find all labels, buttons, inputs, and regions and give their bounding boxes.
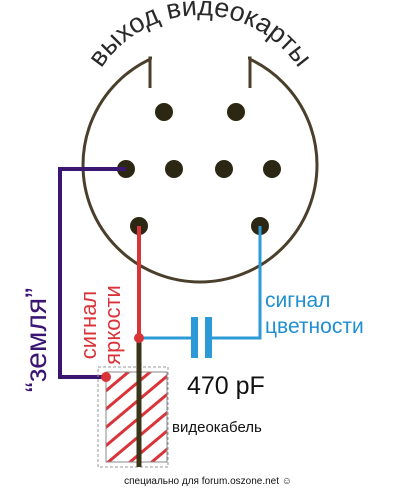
chroma-wire <box>212 226 262 340</box>
pin <box>155 103 173 121</box>
capacitor <box>191 317 212 358</box>
luma-junction <box>134 333 144 343</box>
pin <box>165 160 183 178</box>
luma-label-line2: яркости <box>100 285 125 365</box>
ground-junction <box>101 372 111 382</box>
ground-wire <box>58 167 126 379</box>
notch-mask <box>152 44 248 88</box>
chroma-label-line2: цветности <box>265 315 364 338</box>
luma-label: сигнал яркости <box>76 285 125 365</box>
credit-text: специально для forum.oszone.net ☺ <box>124 476 292 487</box>
pin <box>227 103 245 121</box>
capacitor-value-label: 470 pF <box>187 372 265 400</box>
cable-label: видеокабель <box>172 419 262 436</box>
ground-label: “земля” <box>20 288 53 392</box>
capacitor-plate-left <box>191 317 198 358</box>
capacitor-plate-right <box>205 317 212 358</box>
pin <box>263 160 281 178</box>
connector-pins <box>117 103 281 235</box>
chroma-label-line1: сигнал <box>265 289 330 312</box>
cable-outline <box>97 366 169 468</box>
luma-label-line1: сигнал <box>76 291 101 360</box>
pin <box>215 160 233 178</box>
